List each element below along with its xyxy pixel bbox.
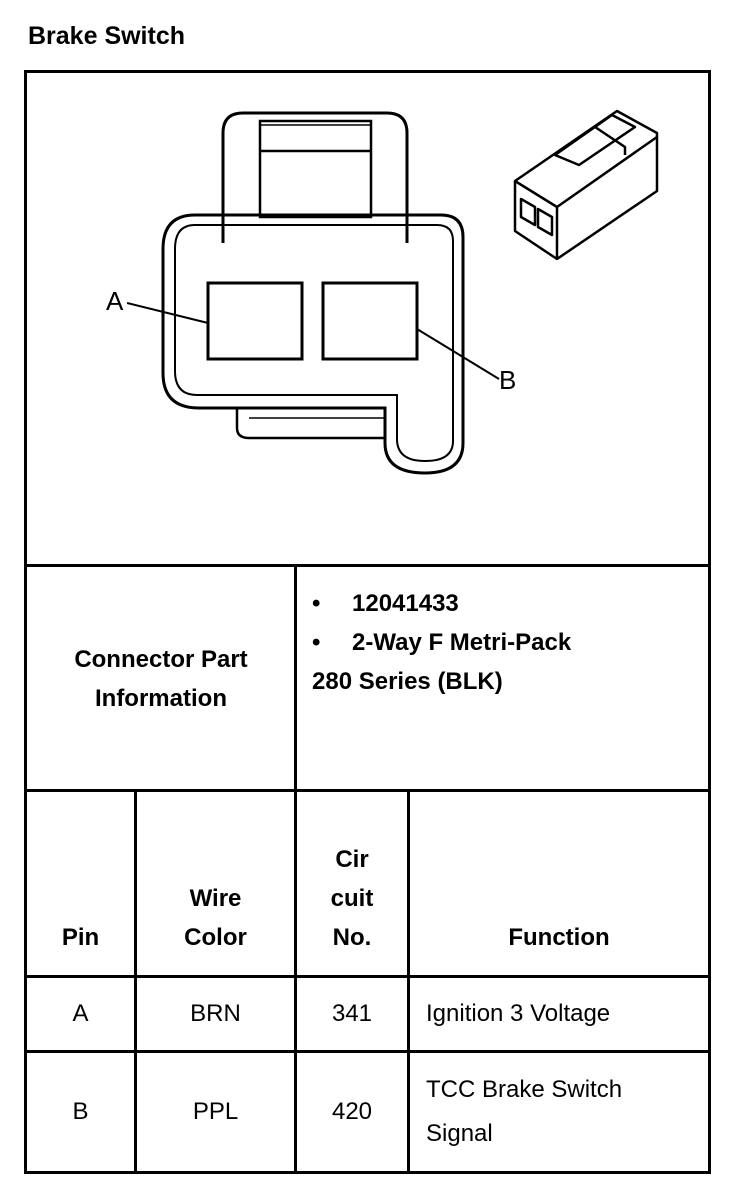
- table-row: 420: [297, 1053, 407, 1171]
- header-wire-line1: Wire: [189, 885, 242, 912]
- header-circuit-line3: No.: [332, 924, 372, 951]
- connector-info-label-line2: Information: [94, 684, 227, 712]
- connector-info-label: Connector Part Information: [27, 568, 295, 789]
- table-row: B: [27, 1053, 134, 1171]
- pin-cavity-a: [206, 281, 304, 361]
- cell-function-line1: TCC Brake Switch: [426, 1076, 623, 1103]
- divider-info-col: [294, 564, 297, 792]
- cell-wire-color: PPL: [192, 1098, 239, 1125]
- table-row: A: [27, 978, 134, 1050]
- cell-function: Ignition 3 Voltage: [426, 1000, 611, 1027]
- pin-label-b: B: [499, 365, 516, 395]
- pin-label-a: A: [106, 286, 124, 316]
- cell-function-line2: Signal: [426, 1120, 493, 1147]
- connector-info-label-line1: Connector Part: [74, 645, 248, 673]
- divider-col-pin: [134, 789, 137, 1174]
- divider-col-circuit: [407, 789, 410, 1174]
- bullet-icon: •: [312, 590, 321, 617]
- connector-frame: [24, 70, 711, 1174]
- header-circuit-line1: Cir: [335, 846, 369, 873]
- divider-info: [24, 789, 711, 792]
- connector-type: 2-Way F Metri-Pack: [352, 629, 572, 656]
- header-function: Function: [410, 792, 708, 975]
- table-row: Ignition 3 Voltage: [410, 978, 708, 1050]
- divider-col-wire: [294, 789, 297, 1174]
- connector-info-values: • 12041433 • 2-Way F Metri-Pack 280 Series…: [298, 584, 708, 701]
- connector-body: [161, 213, 465, 475]
- cell-pin: A: [72, 1000, 89, 1027]
- connector-diagram: A B: [106, 109, 659, 475]
- part-number: 12041433: [352, 590, 459, 617]
- table-row: TCC Brake Switch Signal: [410, 1053, 708, 1171]
- page-title: Brake Switch: [28, 22, 186, 50]
- pin-cavity-b: [321, 281, 419, 361]
- divider-row-a: [24, 1050, 711, 1053]
- header-pin-text: Pin: [61, 924, 100, 951]
- cell-wire-color: BRN: [190, 1000, 241, 1027]
- divider-diagram: [24, 564, 711, 567]
- cell-pin: B: [72, 1098, 89, 1125]
- cell-circuit: 341: [331, 1000, 373, 1027]
- table-row: 341: [297, 978, 407, 1050]
- connector-isometric-icon: [513, 109, 659, 261]
- list-item: • 12041433: [298, 584, 708, 623]
- cell-circuit: 420: [331, 1098, 373, 1125]
- connector-latch: [221, 111, 409, 243]
- table-row: PPL: [137, 1053, 294, 1171]
- table-row: BRN: [137, 978, 294, 1050]
- header-circuit-no: Cir cuit No.: [297, 792, 407, 975]
- divider-header: [24, 975, 711, 978]
- bullet-icon: •: [312, 629, 321, 656]
- header-pin: Pin: [27, 792, 134, 975]
- header-function-text: Function: [508, 924, 610, 951]
- leader-a: [126, 302, 209, 324]
- header-circuit-line2: cuit: [330, 885, 374, 912]
- leader-b: [416, 328, 500, 380]
- list-item: • 2-Way F Metri-Pack: [298, 623, 708, 662]
- header-wire-color: Wire Color: [137, 792, 294, 975]
- header-wire-line2: Color: [184, 924, 247, 951]
- latch-window: [258, 119, 373, 219]
- connector-series: 280 Series (BLK): [312, 668, 503, 695]
